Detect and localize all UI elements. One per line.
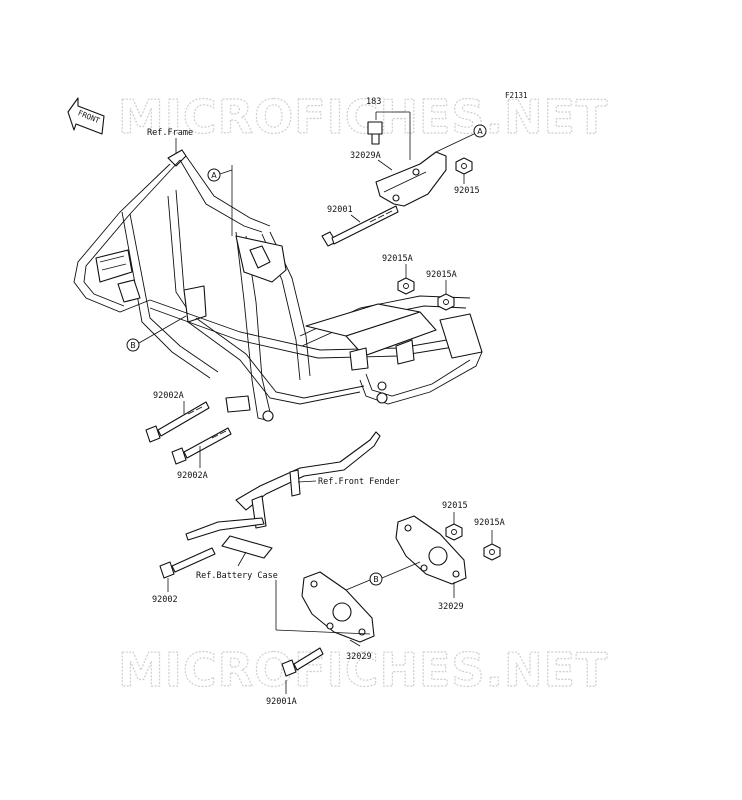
fender-stay (185, 431, 381, 541)
label-32029-left: 32029 (346, 652, 372, 662)
label-92002: 92002 (152, 595, 178, 605)
ref-battery-case-label: Ref.Battery Case (196, 571, 278, 581)
bolt-92001A (281, 647, 324, 677)
label-92015A-1: 92015A (382, 254, 413, 264)
callout-b-frame: B (126, 315, 187, 352)
svg-text:A: A (211, 171, 217, 180)
battery-case-bracket (221, 535, 273, 559)
watermark-top: MICROFICHES.NET (118, 90, 608, 144)
callout-a-frame: A (207, 165, 233, 236)
upper-bracket-group (321, 121, 473, 311)
label-92015A-2: 92015A (426, 270, 457, 280)
label-92015-top: 92015 (454, 186, 480, 196)
bolt-92002 (159, 547, 216, 579)
svg-text:B: B (130, 341, 136, 350)
ref-frame-label: Ref.Frame (147, 128, 193, 138)
frame-assembly (73, 149, 483, 422)
label-92002A-1: 92002A (153, 391, 184, 401)
label-32029-right: 32029 (438, 602, 464, 612)
figure-code: F2131 (505, 91, 528, 100)
watermark-bottom: MICROFICHES.NET (118, 643, 608, 697)
svg-text:B: B (373, 575, 379, 584)
label-92001: 92001 (327, 205, 353, 215)
plate-32029-left (301, 571, 375, 643)
callout-a-bracket: A (435, 124, 487, 153)
nut-92015A-lower (483, 543, 501, 561)
ref-front-fender-label: Ref.Front Fender (318, 477, 400, 487)
label-92015-lower: 92015 (442, 501, 468, 511)
label-92015A-lower: 92015A (474, 518, 505, 528)
front-arrow-icon: FRONT (67, 97, 105, 135)
bolts-92002A (145, 401, 232, 465)
callout-b-plates: B (345, 561, 421, 591)
plate-32029-right (395, 515, 467, 585)
label-92002A-2: 92002A (177, 471, 208, 481)
svg-text:A: A (477, 127, 483, 136)
label-92001A: 92001A (266, 697, 297, 707)
label-32029A: 32029A (350, 151, 381, 161)
nut-92015-lower (445, 523, 463, 541)
label-183: 183 (366, 97, 381, 107)
